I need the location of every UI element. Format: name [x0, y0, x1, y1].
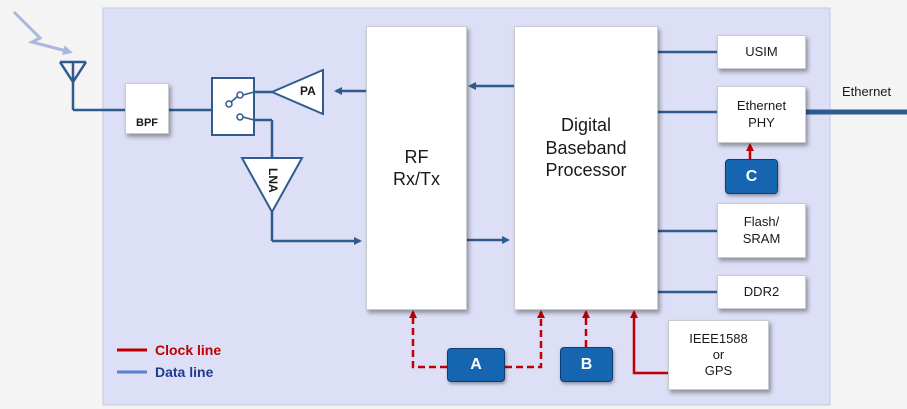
- badge-c: C: [725, 159, 778, 194]
- ddr2-block: DDR2: [717, 275, 806, 309]
- baseband-processor-block: Digital Baseband Processor: [514, 26, 658, 310]
- wireless-signal-icon: [12, 10, 73, 56]
- ethernet-label: Ethernet: [842, 84, 892, 99]
- badge-a: A: [447, 348, 505, 382]
- bpf-label: BPF: [136, 117, 158, 129]
- timing-source-block: IEEE1588 or GPS: [668, 320, 769, 390]
- data-lines: [169, 50, 717, 294]
- lna-amplifier: [240, 157, 304, 215]
- antenna-icon: [58, 60, 125, 112]
- bpf-block: BPF: [125, 83, 169, 134]
- legend-clock-label: Clock line: [155, 342, 222, 358]
- badge-b: B: [560, 347, 613, 382]
- clock-lines: [409, 143, 754, 375]
- usim-block: USIM: [717, 35, 806, 69]
- legend-data-label: Data line: [155, 364, 214, 380]
- lna-label: LNA: [266, 168, 280, 193]
- flash-sram-block: Flash/ SRAM: [717, 203, 806, 258]
- ethernet-phy-block: Ethernet PHY: [717, 86, 806, 143]
- pa-label: PA: [300, 84, 316, 98]
- pa-amplifier: [269, 68, 324, 116]
- rf-switch-icon: [211, 77, 255, 136]
- rf-transceiver-block: RF Rx/Tx: [366, 26, 467, 310]
